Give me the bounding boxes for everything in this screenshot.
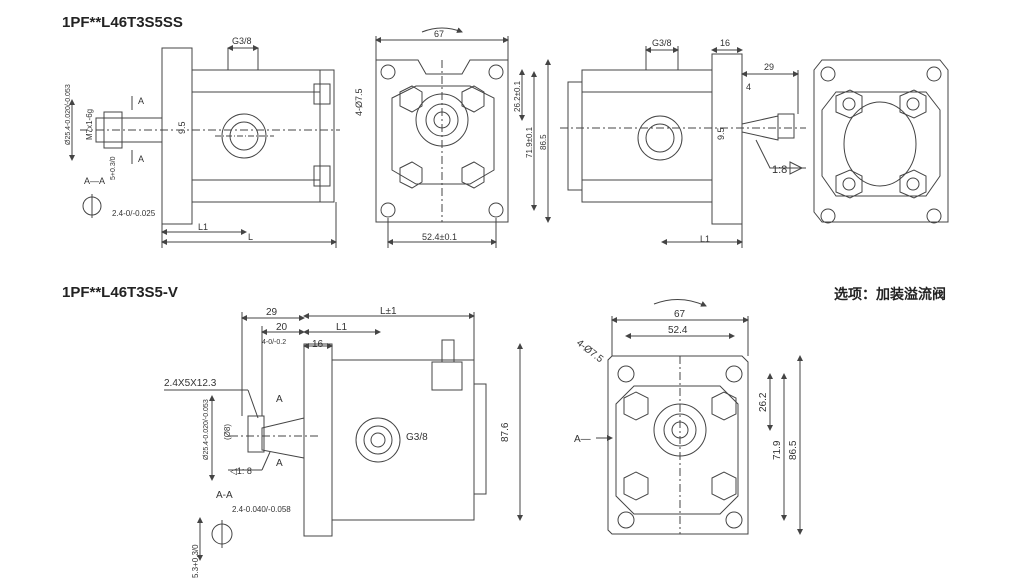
dim-26-2-top: 26.2±0.1 [513, 80, 522, 112]
dim-29-top: 29 [764, 62, 774, 72]
dim-key53-bottom: 5.3+0.3/0 [191, 544, 200, 578]
top-side-view [69, 45, 340, 248]
dim-holes-bottom: 4-Ø7.5 [574, 338, 605, 366]
dim-52-4-bottom: 52.4 [668, 325, 688, 336]
bottom-front-view [596, 299, 803, 535]
dim-g38-top3: G3/8 [652, 38, 672, 48]
dim-l-bottom: L±1 [380, 306, 397, 317]
dim-taper-top: 1:8 [772, 164, 787, 176]
model-title-top: 1PF**L46T3S5SS [62, 14, 183, 31]
dim-l1-bottom: L1 [336, 322, 348, 333]
dim-52-4-top: 52.4±0.1 [422, 232, 457, 242]
dim-26-2-bottom: 26.2 [758, 392, 769, 412]
dim-shaft-bottom: Ø25.4-0.020/-0.053 [203, 399, 210, 460]
label-aa-top: A—A [84, 176, 105, 186]
dim-4-top: 4 [746, 82, 751, 92]
dim-d8-bottom: (Ø8) [223, 424, 232, 440]
label-aa-bottom: A-A [216, 490, 233, 501]
dim-key24-top: 2.4-0/-0.025 [112, 209, 156, 218]
dim-71-9-bottom: 71.9 [772, 440, 783, 460]
label-a-top1: A [138, 96, 144, 106]
dim-shaft-top: Ø25.4-0.020/-0.053 [65, 84, 72, 145]
dim-key5-top: 5+0.3/0 [110, 156, 117, 180]
dim-g38-top: G3/8 [232, 36, 252, 46]
label-a-front-bottom: A— [574, 434, 591, 445]
dim-l1-top3: L1 [700, 234, 710, 244]
dim-key24-bottom: 2.4-0.040/-0.058 [232, 505, 291, 514]
dim-holes-top: 4-Ø7.5 [354, 88, 364, 116]
top-front-view [375, 27, 551, 248]
dim-l-top: L [248, 232, 253, 242]
dim-67-top: 67 [434, 29, 444, 39]
dim-16-bottom: 16 [312, 339, 324, 350]
model-title-bottom: 1PF**L46T3S5-V [62, 284, 178, 301]
top-rear-view [813, 59, 949, 224]
dim-l1-top: L1 [198, 222, 208, 232]
dim-67-bottom: 67 [674, 309, 686, 320]
dim-16-top: 16 [720, 38, 730, 48]
dim-86-5-top: 86.5 [539, 134, 548, 150]
dim-4-bottom: 4-0/-0.2 [262, 339, 286, 346]
dim-20-bottom: 20 [276, 322, 288, 333]
dim-29-bottom: 29 [266, 307, 278, 318]
label-a-bottom1: A [276, 394, 283, 405]
label-a-bottom2: A [276, 458, 283, 469]
dim-key-bottom: 2.4X5X12.3 [164, 378, 217, 389]
label-a-top2: A [138, 154, 144, 164]
dim-9-5-top: 9.5 [177, 121, 187, 134]
dim-86-5-bottom: 86.5 [788, 440, 799, 460]
top-taper-view [560, 46, 806, 248]
option-note: 选项：加装溢流阀 [834, 287, 946, 303]
dim-g38-bottom: G3/8 [406, 432, 428, 443]
bottom-side-view [164, 312, 523, 561]
dim-9-5-top3: 9.5 [716, 127, 726, 140]
dim-taper-bottom: ◁1: 8 [230, 466, 252, 476]
dim-m7-top: M7x1-6g [85, 109, 94, 140]
dim-71-9-top: 71.9±0.1 [525, 126, 534, 158]
dim-87-6-bottom: 87.6 [500, 422, 511, 442]
